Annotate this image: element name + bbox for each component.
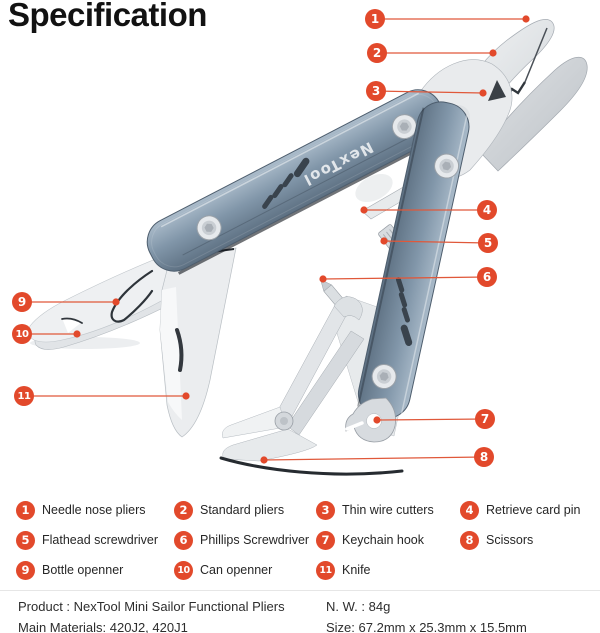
legend-item-9: 9 Bottle openner	[16, 560, 174, 580]
callout-7: 7	[475, 409, 495, 429]
callout-dots	[73, 15, 530, 464]
bottle-opener-hook	[110, 269, 154, 323]
legend-label-4: Retrieve card pin	[486, 503, 581, 517]
pliers-lower-jaw	[479, 57, 588, 172]
callout-6: 6	[477, 267, 497, 287]
legend-label-11: Knife	[342, 563, 371, 577]
legend-item-6: 6 Phillips Screwdriver	[174, 530, 316, 550]
legend-badge-4: 4	[460, 500, 479, 520]
page-title: Specification	[8, 0, 207, 33]
callout-9: 9	[12, 292, 32, 312]
legend-item-8: 8 Scissors	[460, 530, 600, 550]
leader-dot-7	[373, 416, 381, 424]
callout-2: 2	[367, 43, 387, 63]
scissors-blade-upper	[222, 406, 287, 439]
legend-badge-2: 2	[174, 500, 193, 520]
legend-label-10: Can openner	[200, 563, 273, 577]
pivot-highlight	[355, 173, 393, 203]
leader-line-5	[383, 240, 489, 244]
legend-badge-1: 1	[16, 500, 35, 520]
callout-5: 5	[478, 233, 498, 253]
pliers-seam	[524, 27, 548, 83]
product-figure: NexTool	[8, 0, 588, 476]
callout-8: 8	[474, 447, 494, 467]
legend-badge-11: 11	[316, 560, 335, 580]
product-info: Product : NexTool Mini Sailor Functional…	[0, 590, 600, 633]
knife-edge-bevel	[160, 287, 182, 420]
leader-dot-5	[380, 237, 388, 245]
knife-nail-nick	[175, 328, 184, 372]
legend-badge-7: 7	[316, 530, 335, 550]
legend-item-10: 10 Can openner	[174, 560, 316, 580]
callout-1: 1	[365, 9, 385, 29]
scissors-spring	[333, 296, 363, 321]
leader-line-3	[375, 90, 484, 94]
can-opener-edge	[61, 317, 83, 324]
callout-10: 10	[12, 324, 32, 344]
legend-label-7: Keychain hook	[342, 533, 425, 547]
leader-dot-9	[112, 298, 120, 306]
leader-dot-11	[182, 392, 190, 400]
legend-label-2: Standard pliers	[200, 503, 285, 517]
leader-line-8	[263, 456, 485, 461]
legend-label-8: Scissors	[486, 533, 534, 547]
legend-label-6: Phillips Screwdriver	[200, 533, 310, 547]
scissors-edge	[219, 456, 404, 476]
leader-dot-2	[489, 49, 497, 57]
scissors-blade-lower	[222, 428, 318, 462]
leader-dot-10	[73, 330, 81, 338]
legend-item-2: 2 Standard pliers	[174, 500, 316, 520]
legend-badge-6: 6	[174, 530, 193, 550]
legend-item-1: 1 Needle nose pliers	[16, 500, 174, 520]
leader-dot-8	[260, 456, 268, 464]
legend-label-3: Thin wire cutters	[342, 503, 434, 517]
wire-cutter-notch	[488, 80, 506, 101]
leader-dot-1	[522, 15, 530, 23]
can-opener-notch	[62, 318, 82, 333]
multitool-illustration: NexTool	[22, 15, 588, 476]
legend-item-5: 5 Flathead screwdriver	[16, 530, 174, 550]
legend-item-7: 7 Keychain hook	[316, 530, 460, 550]
leader-dot-4	[360, 206, 368, 214]
legend-badge-5: 5	[16, 530, 35, 550]
legend-badge-10: 10	[174, 560, 193, 580]
info-net-weight: N. W. : 84g	[326, 599, 391, 614]
info-size: Size: 67.2mm x 25.3mm x 15.5mm	[326, 620, 527, 633]
callout-leaders	[22, 18, 526, 461]
handle-b	[357, 101, 470, 419]
leader-line-7	[376, 418, 486, 421]
legend-label-5: Flathead screwdriver	[42, 533, 159, 547]
callout-3: 3	[366, 81, 386, 101]
legend-item-11: 11 Knife	[316, 560, 460, 580]
legend-badge-3: 3	[316, 500, 335, 520]
info-product: Product : NexTool Mini Sailor Functional…	[18, 599, 285, 614]
legend-item-4: 4 Retrieve card pin	[460, 500, 600, 520]
scissors	[219, 296, 404, 476]
legend: 1 Needle nose pliers 2 Standard pliers 3…	[0, 495, 600, 585]
legend-badge-9: 9	[16, 560, 35, 580]
legend-label-9: Bottle openner	[42, 563, 124, 577]
callout-11: 11	[14, 386, 34, 406]
legend-badge-8: 8	[460, 530, 479, 550]
leader-dot-6	[319, 275, 327, 283]
leader-line-6	[322, 276, 488, 280]
legend-item-3: 3 Thin wire cutters	[316, 500, 460, 520]
info-materials: Main Materials: 420J2, 420J1	[18, 620, 188, 633]
leader-dot-3	[479, 89, 487, 97]
callout-4: 4	[477, 200, 497, 220]
legend-label-1: Needle nose pliers	[42, 503, 146, 517]
